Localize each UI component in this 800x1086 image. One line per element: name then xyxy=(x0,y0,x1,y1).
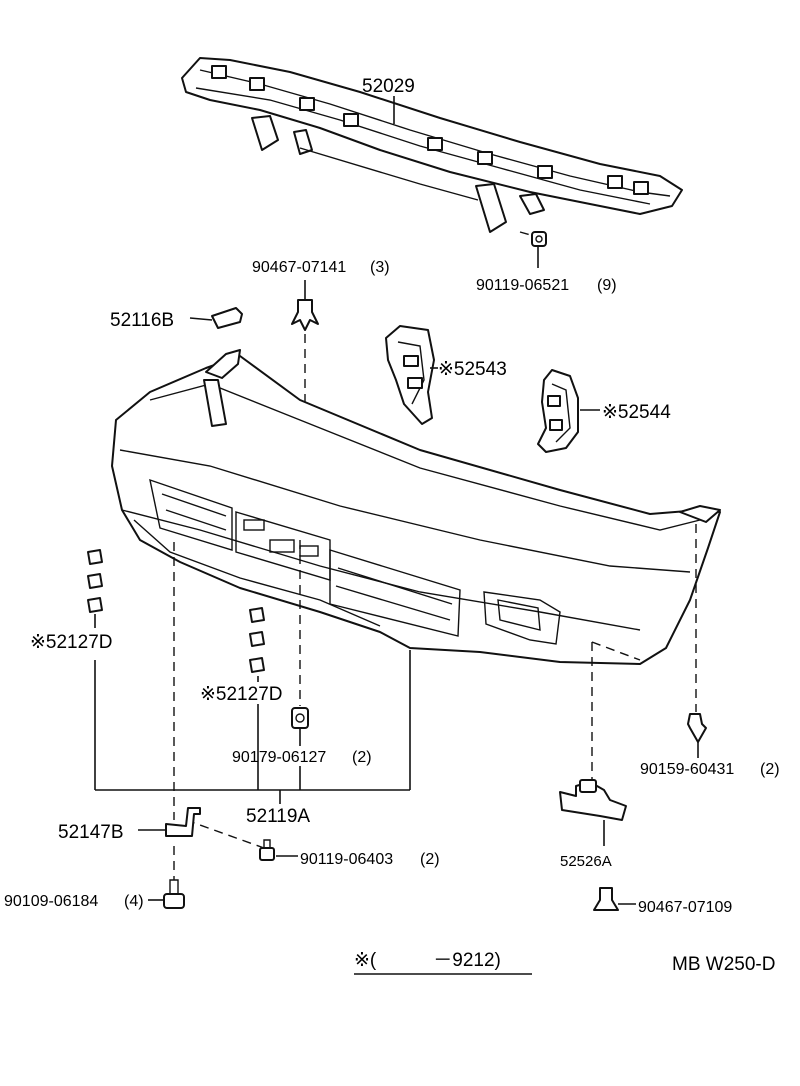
label-52116B: 52116B xyxy=(110,310,174,331)
reinf-bolt-icon xyxy=(519,231,547,268)
label-90109-06184: 90109-06184 xyxy=(4,893,98,910)
label-90467-07141: 90467-07141 xyxy=(252,259,346,276)
right-clip-icon xyxy=(593,887,636,911)
lower-bracket-icon xyxy=(138,807,201,837)
label-52526A: 52526A xyxy=(560,853,612,870)
label-90467-07109: 90467-07109 xyxy=(638,899,732,916)
bumper-cover-leaders xyxy=(94,540,411,804)
footnote-range: ※( －9212) xyxy=(354,950,501,971)
bumper-cover xyxy=(111,349,721,665)
right-lower-bracket-icon xyxy=(559,641,641,846)
label-52029: 52029 xyxy=(362,76,415,97)
left-pad-clips xyxy=(87,549,103,628)
label-90119-06403: 90119-06403 xyxy=(300,851,393,868)
left-side-bracket xyxy=(385,325,438,425)
label-90159-60431: 90159-60431 xyxy=(640,761,734,778)
center-nut-icon xyxy=(291,707,309,790)
label-90119-06403-qty: (2) xyxy=(420,851,440,868)
label-52127D-left: ※52127D xyxy=(30,632,112,653)
label-90119-06521-qty: (9) xyxy=(597,277,617,294)
right-screw-icon xyxy=(687,524,707,758)
label-52119A: 52119A xyxy=(246,806,310,827)
label-90109-06184-qty: (4) xyxy=(124,893,144,910)
bottom-bolt-icon xyxy=(148,879,185,909)
lower-left-dashes xyxy=(173,542,265,880)
label-52543: ※52543 xyxy=(438,359,507,380)
side-retainer-icon xyxy=(189,307,243,329)
right-side-bracket xyxy=(537,369,600,453)
label-52127D-center: ※52127D xyxy=(200,684,282,705)
label-90119-06521: 90119-06521 xyxy=(476,277,569,294)
label-52147B: 52147B xyxy=(58,822,124,843)
label-90179-06127-qty: (2) xyxy=(352,749,372,766)
label-90179-06127: 90179-06127 xyxy=(232,749,326,766)
center-pad-clips xyxy=(249,607,265,790)
label-52544: ※52544 xyxy=(602,402,671,423)
bumper-reinforcement xyxy=(181,57,683,233)
label-90467-07141-qty: (3) xyxy=(370,259,390,276)
label-90159-60431-qty: (2) xyxy=(760,761,780,778)
diagram-code: MB W250-D xyxy=(672,954,775,975)
lower-bolt-icon xyxy=(259,839,298,861)
